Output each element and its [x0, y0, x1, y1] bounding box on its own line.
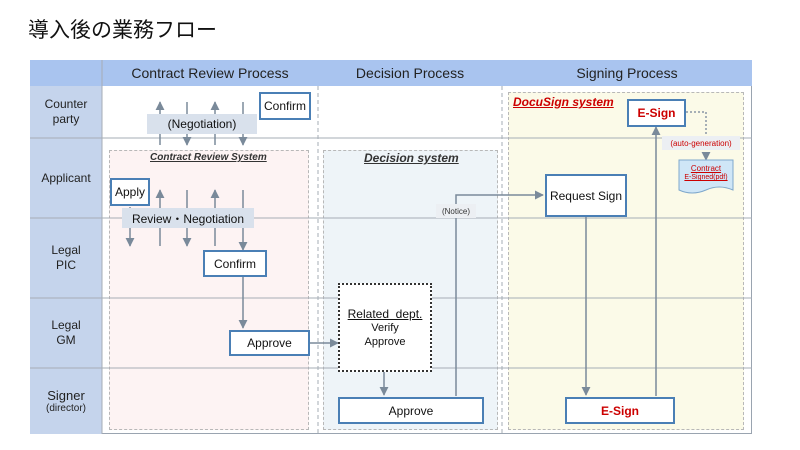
- lane-label-counterparty: Counter party: [30, 86, 102, 138]
- doc-line-1: Contract: [690, 164, 722, 173]
- confirm-legal-pic-box: Confirm: [203, 250, 267, 277]
- approve-legal-gm-box: Approve: [229, 330, 310, 356]
- header-corner: [30, 60, 102, 86]
- notice-arrow: [455, 190, 544, 396]
- decision-system-label: Decision system: [364, 151, 459, 165]
- column-header-signing: Signing Process: [502, 60, 752, 86]
- column-separators: [317, 86, 503, 434]
- contract-document-icon: [678, 159, 734, 194]
- esign-docusign-box: E-Sign: [627, 99, 686, 127]
- related-dept-title: Related dept.: [347, 306, 423, 321]
- esign-signer-box: E-Sign: [565, 397, 675, 424]
- request-sign-box: Request Sign: [545, 174, 627, 217]
- lane-label-line: Applicant: [41, 170, 91, 185]
- lane-label-line: Counter: [44, 97, 88, 111]
- lane-label-line: Signer: [47, 387, 85, 403]
- related-dept-approve: Approve: [364, 335, 406, 348]
- column-header-contract-review: Contract Review Process: [102, 60, 318, 86]
- contract-document-label: Contract E-Signed(pdf): [679, 164, 733, 182]
- confirm-counterparty-box: Confirm: [259, 92, 311, 120]
- lane-label-applicant: Applicant: [30, 138, 102, 218]
- docusign-system-label: DocuSign system: [513, 95, 614, 109]
- lane-label-line: party: [52, 112, 80, 126]
- notice-tag: (Notice): [436, 204, 476, 218]
- page-title: 導入後の業務フロー: [28, 18, 217, 42]
- apply-box: Apply: [110, 178, 150, 206]
- related-dept-verify: Verify: [371, 321, 399, 334]
- lane-label-line: Legal: [51, 243, 81, 257]
- lane-label-legal-pic: Legal PIC: [30, 218, 102, 298]
- lane-label-line: GM: [56, 333, 76, 347]
- lane-label-line: Legal: [51, 318, 81, 332]
- lane-label-legal-gm: Legal GM: [30, 298, 102, 368]
- contract-review-system-label: Contract Review System: [150, 152, 267, 163]
- column-header-decision: Decision Process: [318, 60, 502, 86]
- related-dept-box: Related dept. Verify Approve: [338, 283, 432, 372]
- lane-label-line: PIC: [55, 258, 76, 272]
- approve-signer-box: Approve: [338, 397, 484, 424]
- lane-label-signer: Signer (director): [30, 368, 102, 434]
- doc-line-2: E-Signed(pdf): [684, 174, 728, 181]
- negotiation-tag: (Negotiation): [147, 114, 257, 134]
- lane-label-sub: (director): [45, 402, 86, 414]
- auto-generation-tag: (auto-generation): [662, 136, 740, 150]
- review-negotiation-tag: Review・Negotiation: [122, 208, 254, 228]
